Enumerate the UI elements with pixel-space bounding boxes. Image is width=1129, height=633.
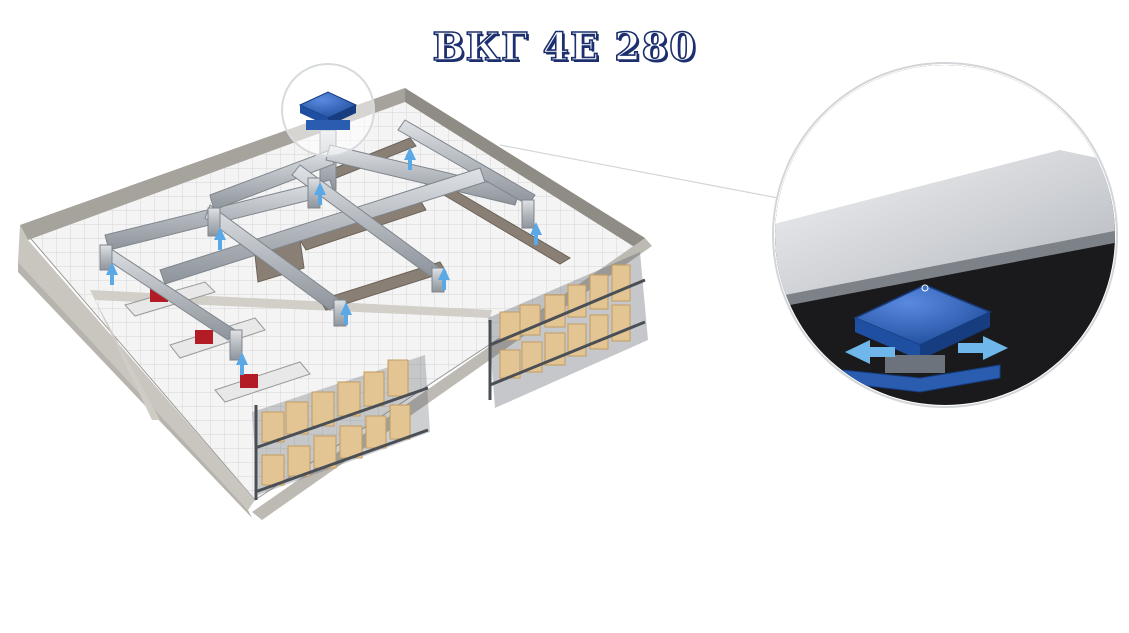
rack-right — [488, 264, 646, 400]
airflow-arrows — [106, 147, 542, 375]
roof-fan-small — [281, 63, 375, 157]
product-title: ВКГ 4Е 280 — [432, 23, 697, 70]
airflow-arrow-icon — [314, 182, 326, 205]
roof-fan-icon — [298, 91, 358, 130]
airflow-arrow-icon — [214, 227, 226, 250]
zoom-connector — [499, 144, 779, 199]
airflow-arrow-icon — [340, 302, 352, 325]
airflow-arrow-icon — [236, 352, 248, 375]
airflow-arrow-icon — [845, 340, 895, 364]
airflow-arrow-icon — [530, 222, 542, 245]
roof-fan-icon — [841, 284, 1001, 393]
airflow-arrow-icon — [438, 267, 450, 290]
zoom-view — [772, 62, 1118, 408]
airflow-arrow-icon — [404, 147, 416, 170]
airflow-arrow-icon — [106, 262, 118, 285]
air-ducts — [99, 119, 536, 361]
storage-racks — [252, 252, 648, 500]
rack-front — [252, 355, 430, 500]
airflow-arrow-icon — [958, 336, 1008, 360]
